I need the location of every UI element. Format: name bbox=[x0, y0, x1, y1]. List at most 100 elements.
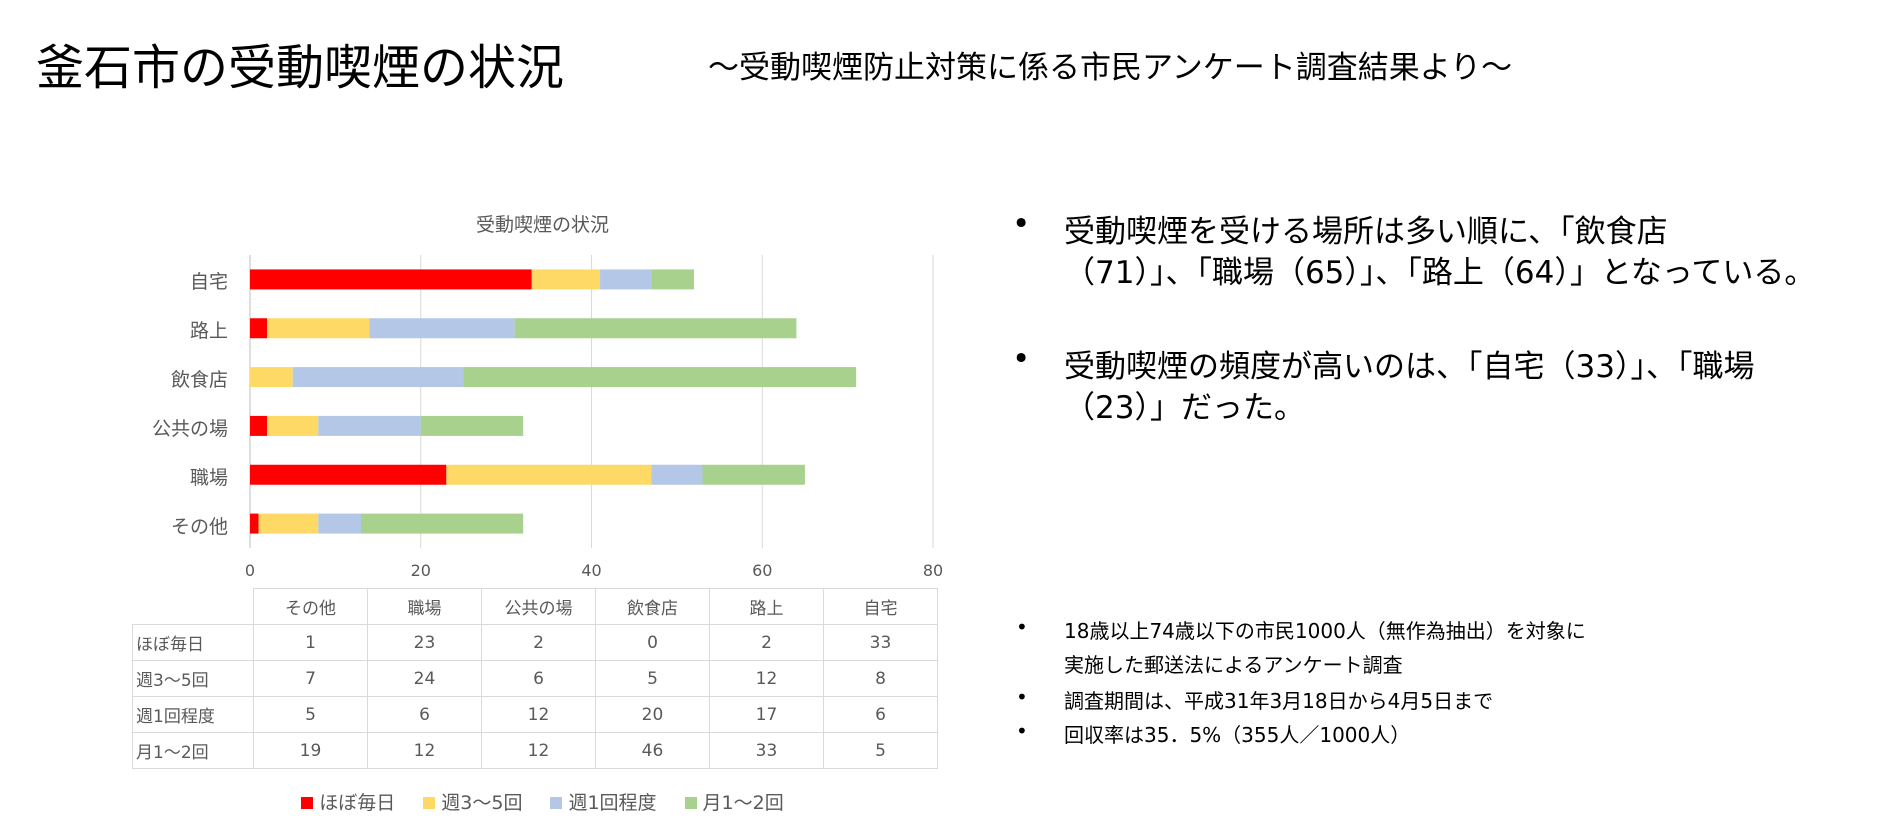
bar-chart bbox=[249, 255, 934, 548]
chart-title: 受動喫煙の状況 bbox=[475, 214, 609, 236]
bar-segment bbox=[250, 464, 447, 485]
bullet-icon: • bbox=[1016, 685, 1028, 709]
bar-segment bbox=[250, 367, 293, 388]
bullet-text: 実施した郵送法によるアンケート調査 bbox=[1064, 653, 1403, 677]
legend-label: 月1～2回 bbox=[702, 792, 784, 814]
bar-segment bbox=[267, 415, 319, 436]
bar-segment bbox=[514, 318, 797, 339]
category-label: 公共の場 bbox=[151, 417, 228, 440]
table-cell: 23 bbox=[367, 624, 482, 661]
table-cell: 5 bbox=[823, 732, 938, 769]
bullet-text: （23）」だった。 bbox=[1064, 390, 1305, 426]
row-header: 月1～2回 bbox=[132, 732, 254, 769]
table-cell: 12 bbox=[709, 660, 824, 697]
bullet-icon: • bbox=[1016, 719, 1028, 743]
chart-legend: ほぼ毎日 週3～5回 週1回程度 月1～2回 bbox=[0, 788, 1085, 815]
bar-segment bbox=[446, 464, 652, 485]
category-label: 職場 bbox=[189, 466, 228, 489]
legend-label: 週1回程度 bbox=[568, 792, 657, 814]
x-tick-label: 60 bbox=[752, 561, 773, 580]
bullet-text: 受動喫煙を受ける場所は多い順に、「飲食店 bbox=[1064, 214, 1668, 250]
table-cell: 8 bbox=[823, 660, 938, 697]
category-label: 飲食店 bbox=[170, 369, 228, 392]
bar-segment bbox=[702, 464, 805, 485]
bar-segment bbox=[360, 513, 524, 534]
bar-segment bbox=[250, 318, 268, 339]
category-label: 自宅 bbox=[189, 271, 228, 294]
table-cell: 6 bbox=[481, 660, 596, 697]
table-cell: 20 bbox=[595, 696, 710, 733]
table-cell: 5 bbox=[253, 696, 368, 733]
x-tick-label: 80 bbox=[922, 561, 944, 580]
table-cell: 2 bbox=[709, 624, 824, 661]
category-label: 路上 bbox=[189, 320, 228, 343]
table-cell: 19 bbox=[253, 732, 368, 769]
table-corner bbox=[132, 588, 254, 625]
bar-segment bbox=[369, 318, 515, 339]
legend-item: 月1～2回 bbox=[684, 788, 784, 815]
table-cell: 7 bbox=[253, 660, 368, 697]
legend-swatch bbox=[301, 797, 314, 809]
bullet-text: 調査期間は、平成31年3月18日から4月5日まで bbox=[1064, 689, 1494, 713]
table-cell: 46 bbox=[595, 732, 710, 769]
legend-item: 週3～5回 bbox=[423, 788, 522, 815]
bar-segment bbox=[267, 318, 370, 339]
bar-segment bbox=[318, 415, 421, 436]
x-tick-label: 20 bbox=[410, 561, 431, 580]
legend-item: ほぼ毎日 bbox=[301, 788, 395, 815]
x-tick-label: 40 bbox=[581, 561, 602, 580]
bullet-text: 回収率は35．5%（355人／1000人） bbox=[1064, 723, 1411, 747]
legend-item: 週1回程度 bbox=[550, 788, 657, 815]
bullet-icon: • bbox=[1012, 206, 1031, 242]
table-cell: 17 bbox=[709, 696, 824, 733]
table-cell: 33 bbox=[709, 732, 824, 769]
bullet-text: （71）」、「職場（65）」、「路上（64）」となっている。 bbox=[1064, 255, 1816, 291]
table-cell: 12 bbox=[481, 732, 596, 769]
bullet-icon: • bbox=[1016, 615, 1028, 639]
row-header: ほぼ毎日 bbox=[132, 624, 254, 661]
bar-segment bbox=[250, 513, 259, 534]
table-cell: 0 bbox=[595, 624, 710, 661]
bar-segment bbox=[292, 367, 464, 388]
legend-swatch bbox=[550, 797, 563, 809]
table-header: 公共の場 bbox=[481, 588, 596, 625]
bullet-text: 受動喫煙の頻度が高いのは、「自宅（33）」、「職場 bbox=[1064, 349, 1755, 385]
table-cell: 12 bbox=[481, 696, 596, 733]
table-cell: 6 bbox=[823, 696, 938, 733]
table-cell: 12 bbox=[367, 732, 482, 769]
table-cell: 1 bbox=[253, 624, 368, 661]
bar-segment bbox=[651, 464, 703, 485]
row-header: 週1回程度 bbox=[132, 696, 254, 733]
bar-segment bbox=[318, 513, 361, 534]
table-cell: 6 bbox=[367, 696, 482, 733]
x-tick-label: 0 bbox=[244, 561, 256, 580]
bar-segment bbox=[463, 367, 857, 388]
legend-label: ほぼ毎日 bbox=[319, 792, 396, 814]
table-header: 飲食店 bbox=[595, 588, 710, 625]
bar-segment bbox=[600, 269, 652, 290]
bar-segment bbox=[250, 269, 532, 290]
table-cell: 24 bbox=[367, 660, 482, 697]
bar-segment bbox=[258, 513, 319, 534]
table-cell: 2 bbox=[481, 624, 596, 661]
bullet-icon: • bbox=[1012, 341, 1031, 377]
table-cell: 5 bbox=[595, 660, 710, 697]
bar-segment bbox=[651, 269, 694, 290]
table-header: その他 bbox=[253, 588, 368, 625]
table-cell: 33 bbox=[823, 624, 938, 661]
legend-swatch bbox=[423, 797, 436, 809]
table-header: 職場 bbox=[367, 588, 482, 625]
bullet-text: 18歳以上74歳以下の市民1000人（無作為抽出）を対象に bbox=[1064, 619, 1586, 643]
bar-segment bbox=[531, 269, 601, 290]
page-subtitle: ～受動喫煙防止対策に係る市民アンケート調査結果より～ bbox=[708, 50, 1513, 86]
bar-segment bbox=[420, 415, 524, 436]
page-title: 釜石市の受動喫煙の状況 bbox=[36, 40, 565, 96]
bar-segment bbox=[250, 415, 268, 436]
legend-label: 週3～5回 bbox=[441, 792, 523, 814]
legend-swatch bbox=[684, 797, 697, 809]
